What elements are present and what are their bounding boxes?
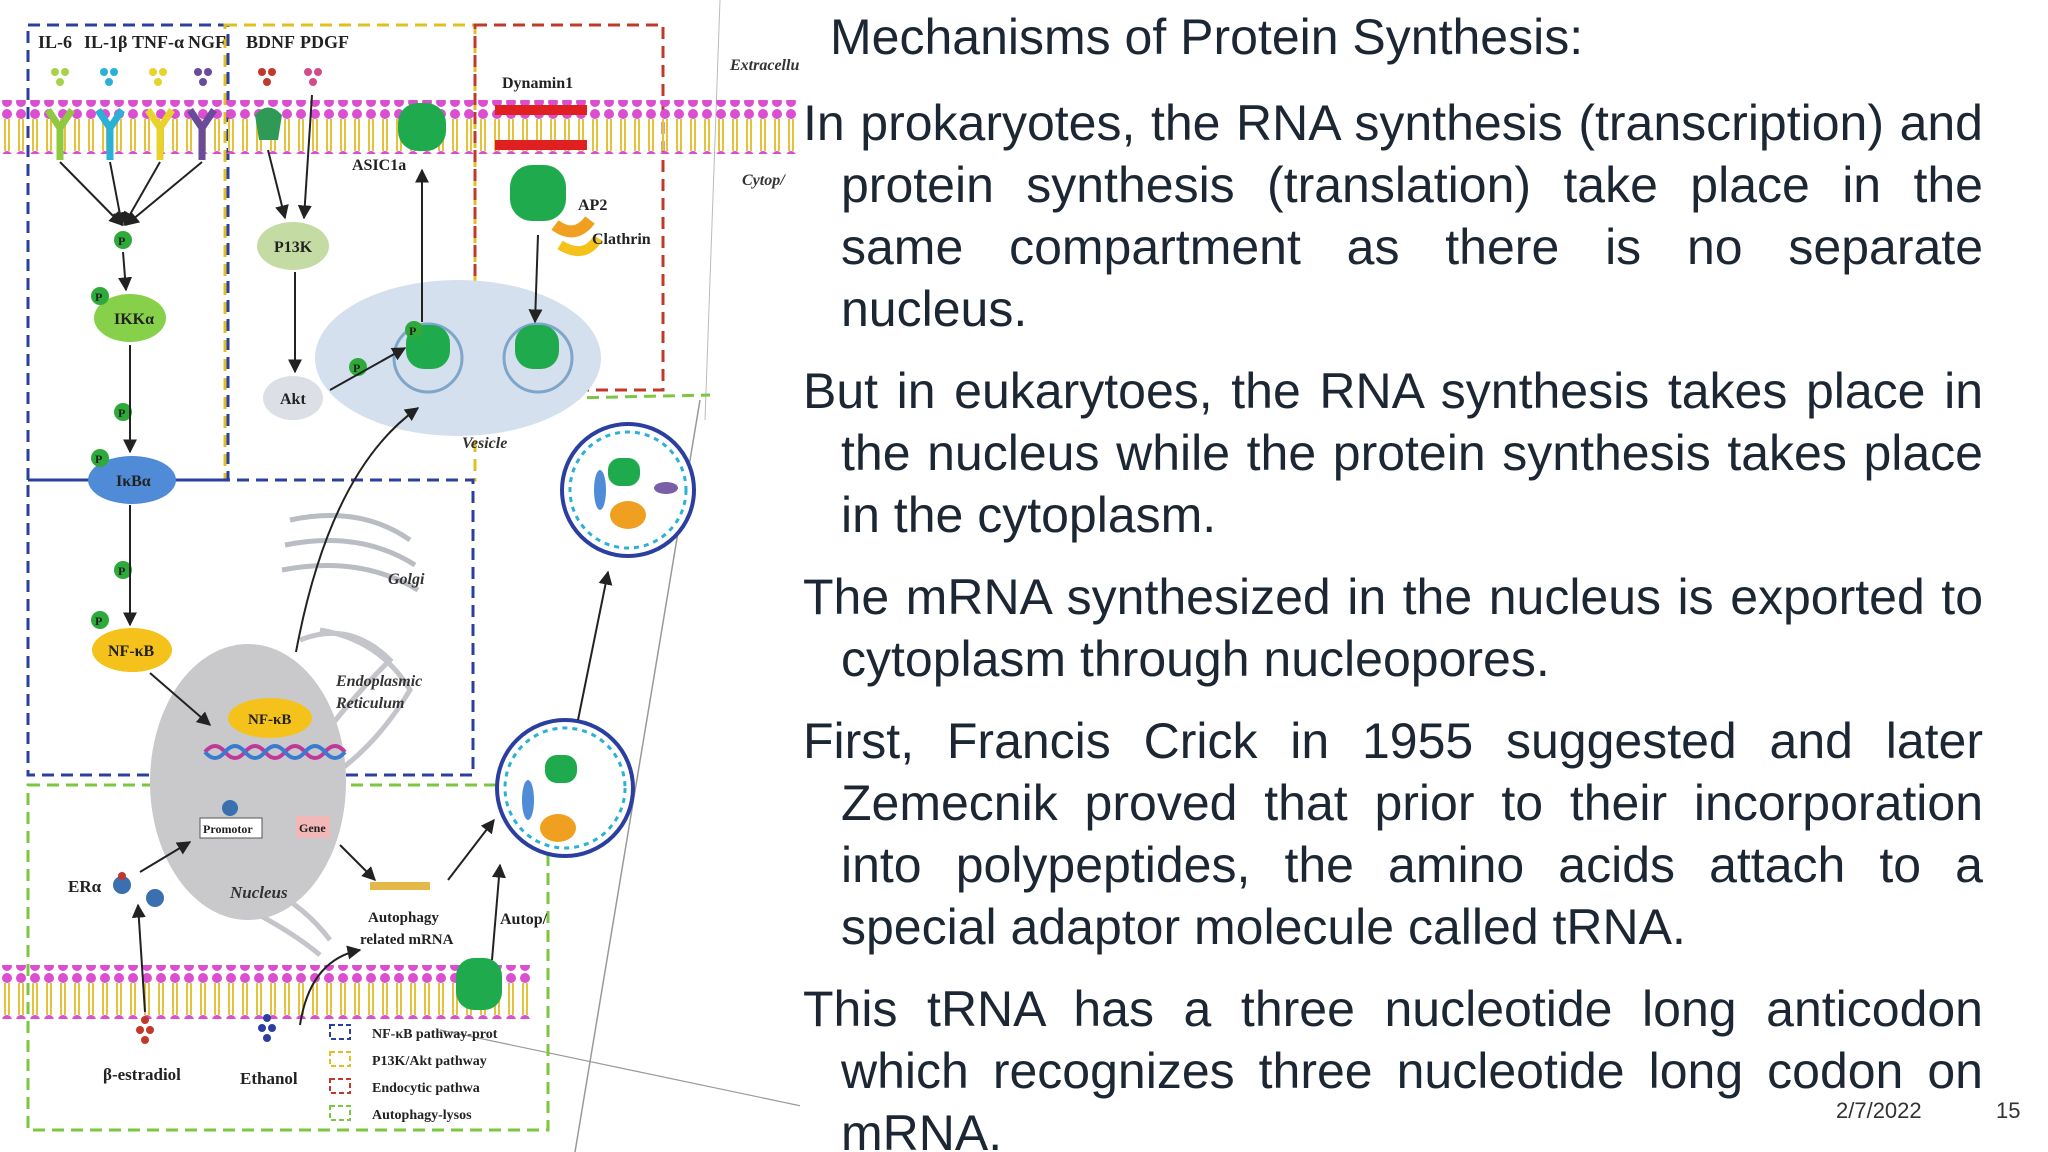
dna-helix bbox=[203, 744, 347, 760]
svg-text:P: P bbox=[409, 324, 416, 338]
autophagosome bbox=[495, 718, 635, 858]
svg-text:P: P bbox=[353, 361, 360, 375]
svg-text:P: P bbox=[95, 290, 102, 304]
legend-item-pi3k: P13K/Akt pathway bbox=[372, 1054, 487, 1069]
er-label-1: Endoplasmic bbox=[335, 673, 422, 690]
slide-title: Mechanisms of Protein Synthesis: bbox=[830, 9, 1584, 65]
receptor-label-ngf: NGF bbox=[188, 32, 226, 52]
akt-label: Akt bbox=[280, 391, 306, 408]
bullet-list: In prokaryotes, the RNA synthesis (trans… bbox=[803, 92, 1983, 1152]
pi3k-label: P13K bbox=[274, 239, 313, 256]
nucleus bbox=[150, 644, 346, 920]
autop-label: Autop/ bbox=[500, 911, 548, 928]
slide-date: 2/7/2022 bbox=[1836, 1098, 1922, 1123]
bullet-item: The mRNA synthesized in the nucleus is e… bbox=[803, 569, 1983, 687]
ikba-node bbox=[88, 456, 176, 504]
ap2-label: AP2 bbox=[578, 197, 607, 214]
estradiol-label: β-estradiol bbox=[103, 1065, 181, 1084]
receptor-label-tnfa: TNF-α bbox=[132, 32, 184, 52]
legend-item-nfkb: NF-κB pathway-prot bbox=[372, 1027, 498, 1042]
cytokine-receptors bbox=[45, 108, 217, 160]
autophagy-mrna-label-2: related mRNA bbox=[360, 932, 454, 948]
slide-page-number: 15 bbox=[1996, 1098, 2021, 1123]
ikka-node bbox=[94, 294, 166, 342]
plasma-membrane-bottom bbox=[0, 965, 530, 1019]
era-label: ERα bbox=[68, 877, 102, 896]
receptor-label-il1b: IL-1β bbox=[84, 32, 128, 52]
golgi-label: Golgi bbox=[388, 571, 425, 588]
svg-text:P: P bbox=[118, 234, 125, 248]
golgi-apparatus bbox=[281, 513, 420, 593]
nfkb-pathway-box bbox=[26, 23, 230, 482]
svg-text:P: P bbox=[118, 564, 125, 578]
gene-label: Gene bbox=[299, 821, 326, 835]
ikka-label: IKKα bbox=[114, 311, 154, 328]
ligand-dots bbox=[51, 68, 322, 86]
nucleus-label: Nucleus bbox=[229, 883, 288, 902]
pi3k-node bbox=[257, 222, 329, 270]
receptor-label-il6: IL-6 bbox=[38, 32, 72, 52]
akt-node bbox=[263, 376, 323, 420]
vesicle bbox=[315, 280, 601, 436]
autophagy-mrna-label-1: Autophagy bbox=[368, 910, 439, 926]
dynamin-label: Dynamin1 bbox=[502, 75, 573, 92]
vesicle-label: Vesicle bbox=[462, 435, 507, 452]
nfkb-nuclear-node bbox=[228, 698, 312, 738]
bullet-item: First, Francis Crick in 1955 suggested a… bbox=[803, 713, 1983, 955]
autolysosome bbox=[560, 422, 696, 558]
bullet-item: In prokaryotes, the RNA synthesis (trans… bbox=[803, 95, 1983, 337]
figure-legend: NF-κB pathway-prot P13K/Akt pathway Endo… bbox=[329, 1024, 498, 1123]
ethanol-label: Ethanol bbox=[240, 1069, 298, 1088]
asic1a-channel bbox=[398, 103, 446, 151]
autophagy-pathway-box bbox=[26, 783, 550, 1132]
pathway-diagram: IL-6 IL-1β TNF-α NGF BDNF PDGF bbox=[0, 0, 800, 1152]
nfkb-label: NF-κB bbox=[108, 643, 155, 660]
clathrin-label: Clathrin bbox=[592, 231, 651, 248]
ikba-label: IκBα bbox=[116, 473, 151, 490]
cytoplasm-label: Cytop/ bbox=[742, 172, 786, 189]
er-label-2: Reticulum bbox=[335, 695, 404, 712]
svg-text:P: P bbox=[118, 406, 125, 420]
legend-item-endocytic: Endocytic pathwa bbox=[372, 1081, 480, 1096]
bullet-item: But in eukarytoes, the RNA synthesis tak… bbox=[803, 363, 1983, 543]
promotor-label: Promotor bbox=[203, 822, 253, 836]
trk-receptor bbox=[255, 107, 282, 140]
nfkb-nuclear-label: NF-κB bbox=[248, 712, 291, 728]
extracellular-label: Extracellular bbox=[729, 57, 800, 74]
legend-item-autophagy: Autophagy-lysos bbox=[372, 1108, 472, 1123]
receptor-label-pdgf: PDGF bbox=[300, 32, 349, 52]
svg-text:P: P bbox=[95, 452, 102, 466]
receptor-label-bdnf: BDNF bbox=[246, 32, 295, 52]
nfkb-node bbox=[92, 628, 172, 672]
signaling-pathway-figure: IL-6 IL-1β TNF-α NGF BDNF PDGF bbox=[0, 0, 800, 1152]
pathway-arrows bbox=[59, 94, 613, 1026]
asic1a-label: ASIC1a bbox=[352, 157, 406, 174]
bullet-item: This tRNA has a three nucleotide long an… bbox=[803, 981, 1983, 1152]
svg-text:P: P bbox=[95, 614, 102, 628]
